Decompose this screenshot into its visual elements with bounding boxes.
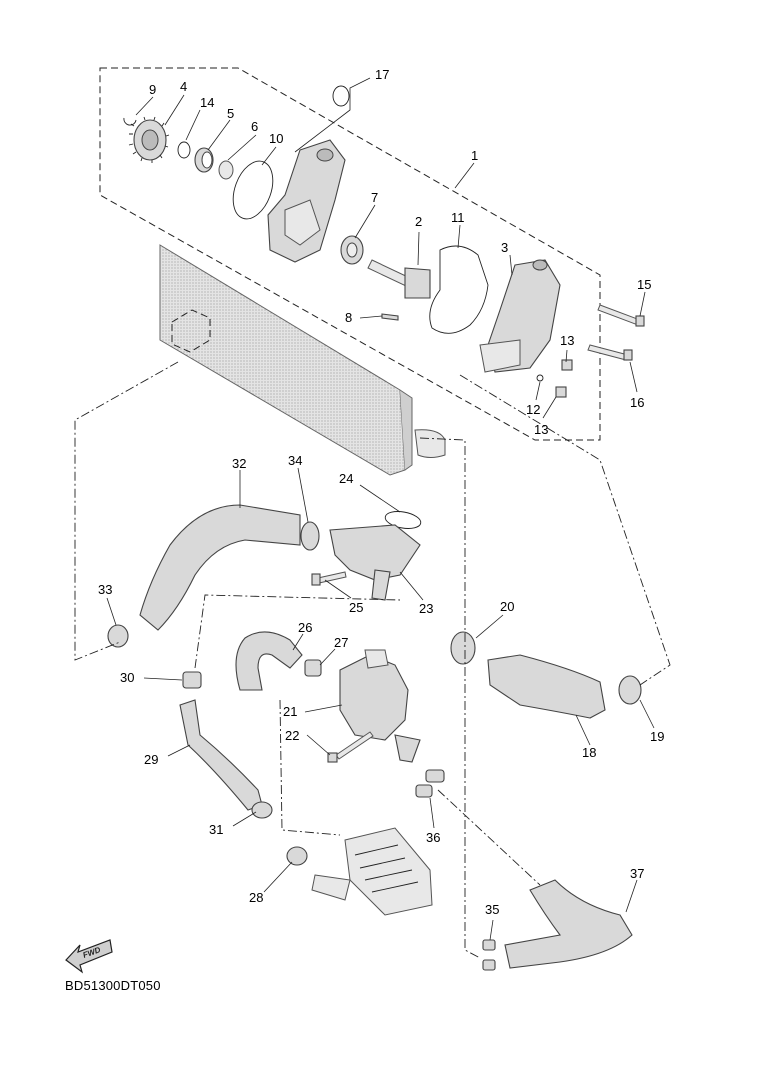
part-13-bolt-lower: [555, 386, 567, 398]
callout-1: 1: [471, 148, 478, 163]
callout-13-lower: 13: [534, 422, 548, 437]
callout-9: 9: [149, 82, 156, 97]
part-21-thermostat-housing: [339, 649, 421, 763]
part-14-washer: [177, 141, 191, 159]
callout-25: 25: [349, 600, 363, 615]
callout-5: 5: [227, 106, 234, 121]
part-2-impeller-shaft: [367, 259, 431, 299]
part-18-hose: [487, 654, 606, 719]
part-4-impeller-gear: [128, 116, 170, 163]
callout-23: 23: [419, 601, 433, 616]
callout-35: 35: [485, 902, 499, 917]
part-28-clamp: [286, 846, 308, 866]
part-24-o-ring: [384, 511, 422, 529]
callout-33: 33: [98, 582, 112, 597]
callout-37: 37: [630, 866, 644, 881]
callout-3: 3: [501, 240, 508, 255]
callout-17: 17: [375, 67, 389, 82]
callout-22: 22: [285, 728, 299, 743]
part-34-clamp: [300, 521, 320, 551]
callout-21: 21: [283, 704, 297, 719]
part-9-circlip: [123, 117, 137, 126]
callout-10: 10: [269, 131, 283, 146]
part-35-clamp-upper: [482, 939, 496, 951]
part-32-hose: [139, 504, 301, 631]
routing-lines: [74, 361, 671, 959]
callout-14: 14: [200, 95, 214, 110]
part-22-bolt: [327, 731, 374, 763]
radiator-shape: [159, 244, 446, 476]
oil-cooler-shape: [311, 827, 433, 916]
callout-6: 6: [251, 119, 258, 134]
callout-8: 8: [345, 310, 352, 325]
pump-housing: [267, 139, 346, 263]
part-26-hose: [235, 631, 303, 691]
callout-34: 34: [288, 453, 302, 468]
part-37-pipe: [504, 879, 633, 969]
part-13-bolt-upper: [561, 359, 573, 371]
part-8-pin: [381, 313, 399, 321]
callout-12: 12: [526, 402, 540, 417]
callout-16: 16: [630, 395, 644, 410]
callout-30: 30: [120, 670, 134, 685]
part-30-clamp: [182, 671, 202, 689]
callout-28: 28: [249, 890, 263, 905]
part-27-clamp: [304, 659, 322, 677]
callout-27: 27: [334, 635, 348, 650]
callout-26: 26: [298, 620, 312, 635]
part-31-clamp: [251, 801, 273, 819]
part-6-oil-seal: [218, 160, 234, 180]
part-20-clamp: [450, 631, 476, 665]
callout-32: 32: [232, 456, 246, 471]
part-35-clamp-lower: [482, 959, 496, 971]
callout-11: 11: [451, 210, 465, 225]
callout-36: 36: [426, 830, 440, 845]
fwd-arrow-icon: FWD: [65, 939, 113, 974]
callout-labels: 1 2 3 4 5 6 7 8 9 10 11 12 13 13 14 15 1…: [98, 67, 664, 917]
callout-24: 24: [339, 471, 353, 486]
callout-4: 4: [180, 79, 187, 94]
part-19-clamp: [618, 675, 642, 705]
callout-31: 31: [209, 822, 223, 837]
part-36-clamp: [415, 769, 445, 798]
part-23-water-pipe: [329, 524, 421, 601]
part-5-bearing: [194, 147, 214, 173]
callout-13-upper: 13: [560, 333, 574, 348]
callout-20: 20: [500, 599, 514, 614]
callout-19: 19: [650, 729, 664, 744]
part-15-bolt: [597, 304, 645, 327]
leader-lines: [106, 77, 655, 941]
callout-18: 18: [582, 745, 596, 760]
part-16-bolt: [587, 344, 633, 361]
callout-2: 2: [415, 214, 422, 229]
callout-15: 15: [637, 277, 651, 292]
part-7-mechanical-seal: [340, 235, 364, 265]
part-17-o-ring: [332, 85, 350, 107]
part-12-washer: [536, 374, 544, 382]
part-3-pump-cover: [479, 259, 561, 373]
drawing-code: BD51300DT050: [65, 978, 161, 993]
part-29-hose: [179, 699, 263, 811]
part-33-clamp: [107, 624, 129, 648]
part-10-o-ring: [232, 160, 274, 220]
callout-29: 29: [144, 752, 158, 767]
callout-7: 7: [371, 190, 378, 205]
part-11-gasket: [429, 245, 489, 334]
